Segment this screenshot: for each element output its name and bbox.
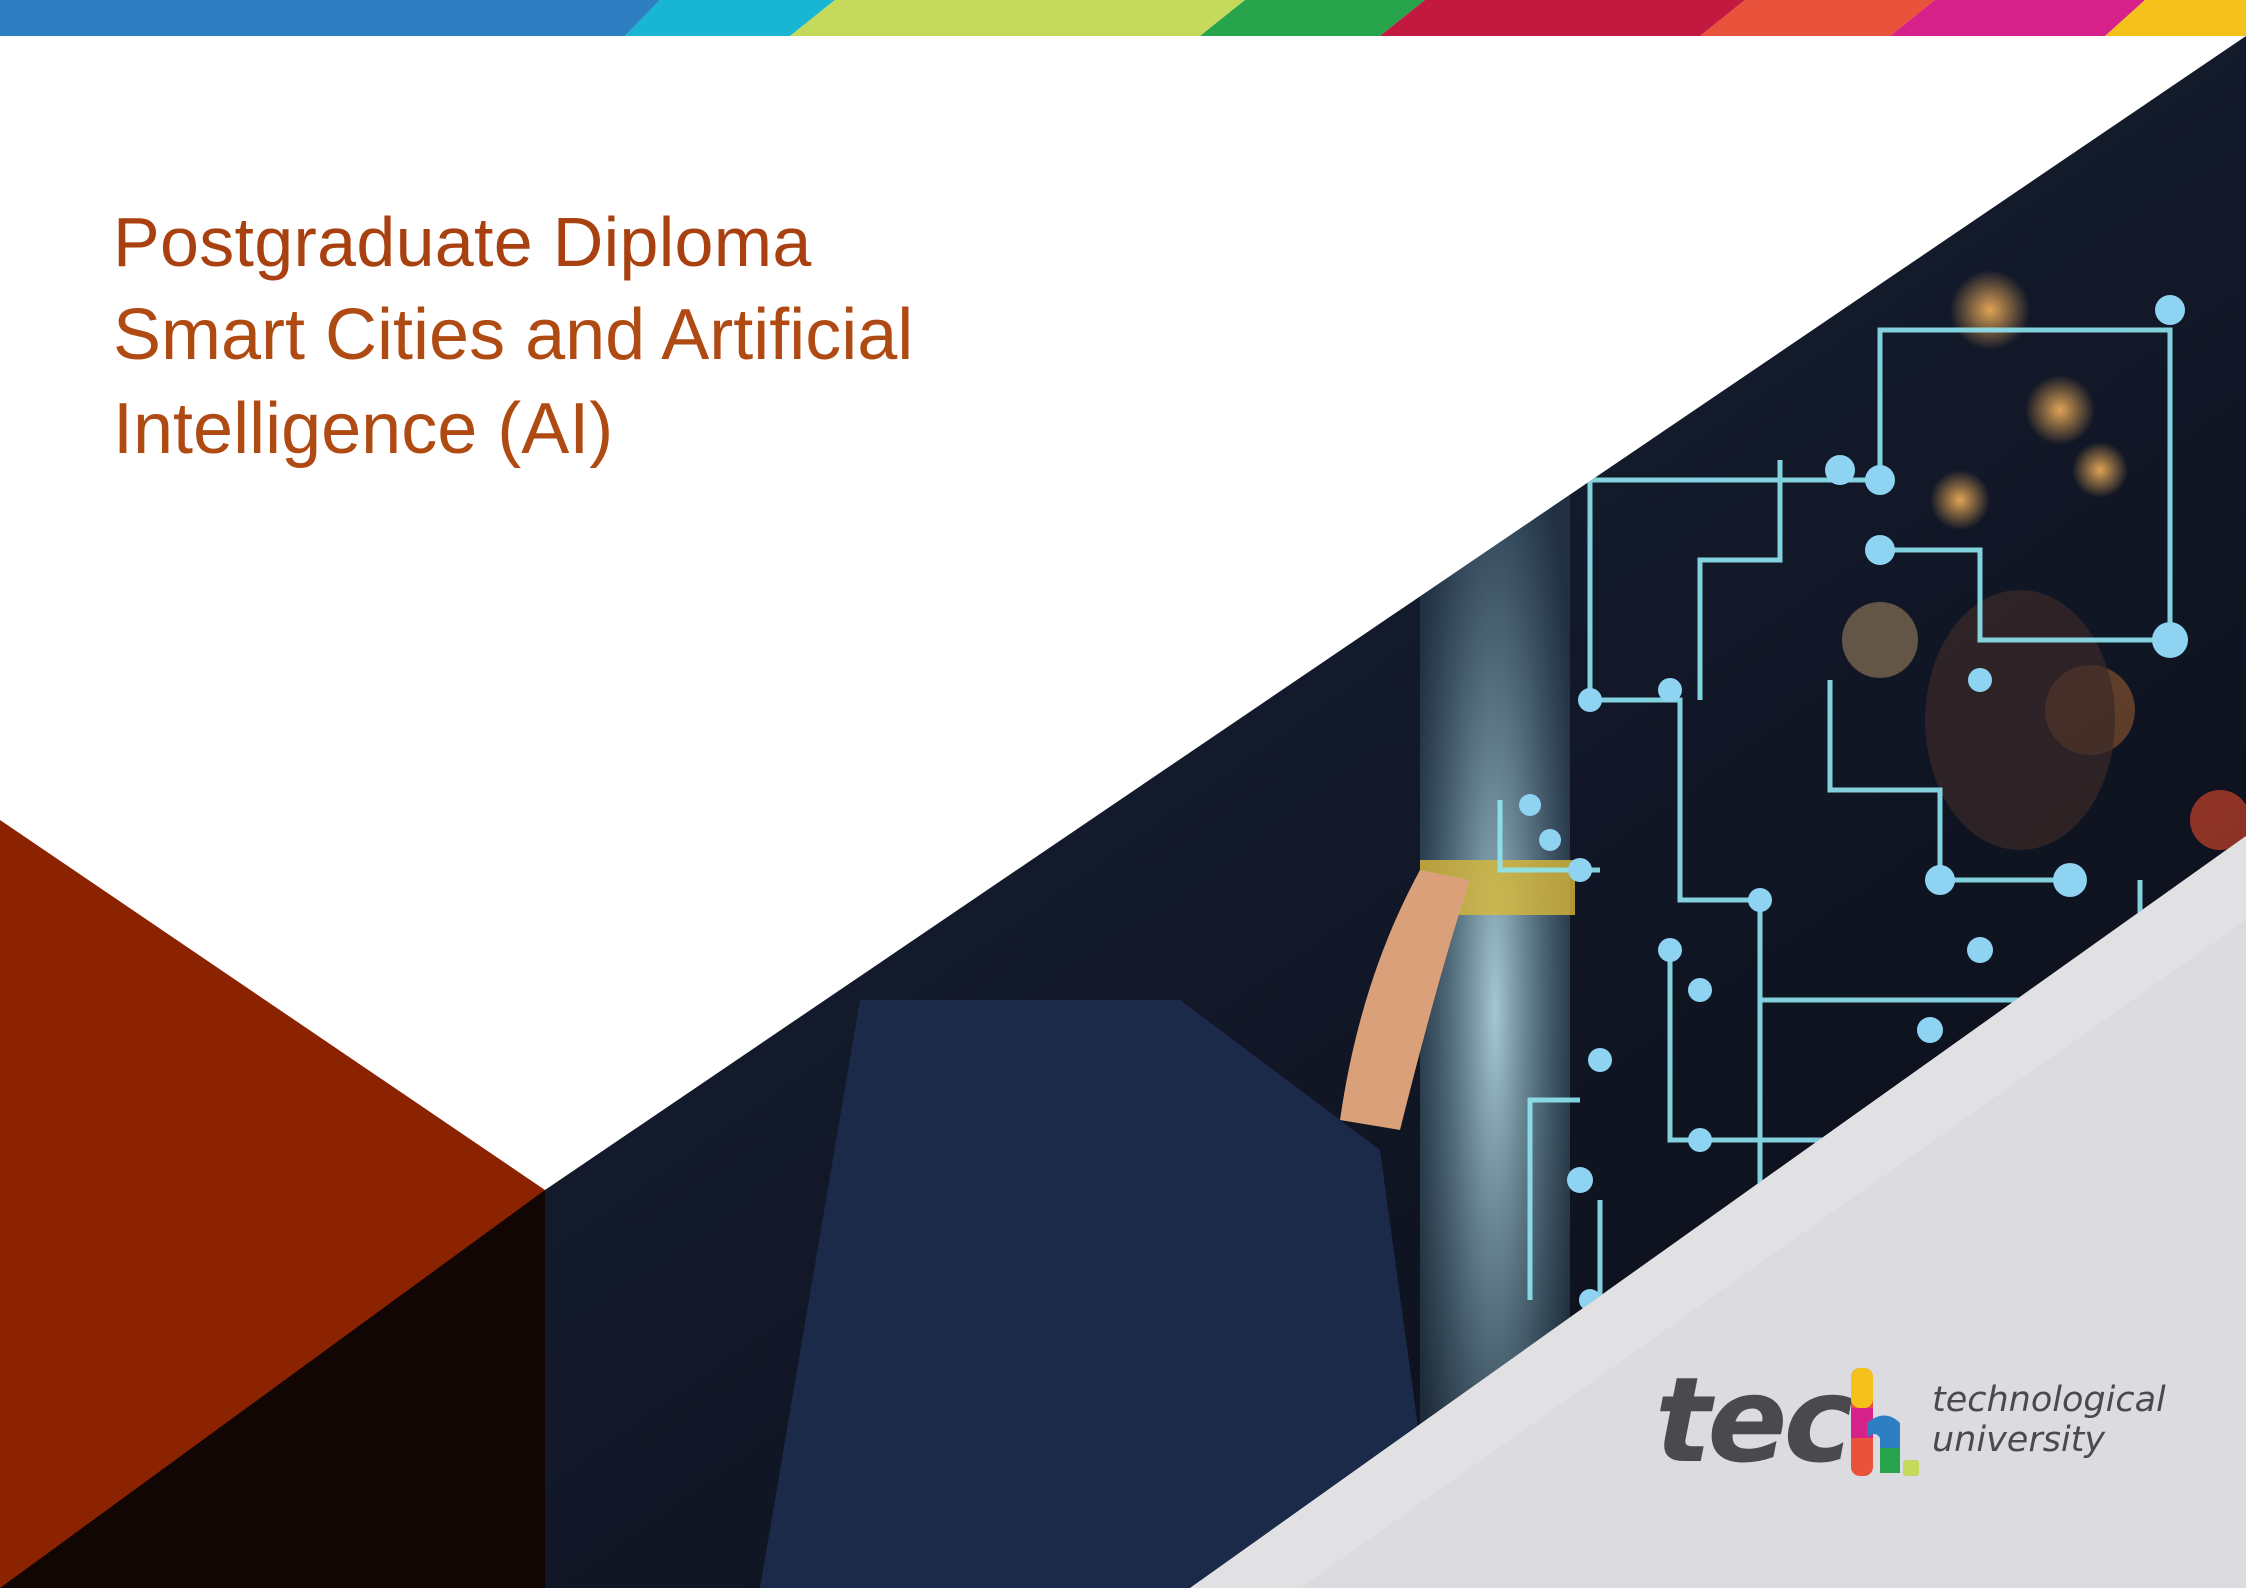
top-color-stripe [0,0,2246,36]
logo-tagline-line-1: technological [1932,1380,2166,1420]
tech-logo: tec technological university [1655,1360,2175,1480]
program-title: Smart Cities and Artificial Intelligence… [113,288,1013,476]
program-title-line-2: Intelligence (AI) [113,389,614,469]
program-type-heading: Postgraduate Diploma [113,203,812,281]
program-title-line-1: Smart Cities and Artificial [113,295,914,375]
logo-tagline: technological university [1932,1380,2166,1460]
logo-wordmark: tec [1655,1351,1853,1489]
grey-triangle-bottom-right [1190,836,2246,1588]
title-block: Postgraduate Diploma Smart Cities and Ar… [113,196,1113,476]
logo-h-mark-icon [1851,1368,1919,1476]
logo-tagline-line-2: university [1932,1420,2106,1460]
